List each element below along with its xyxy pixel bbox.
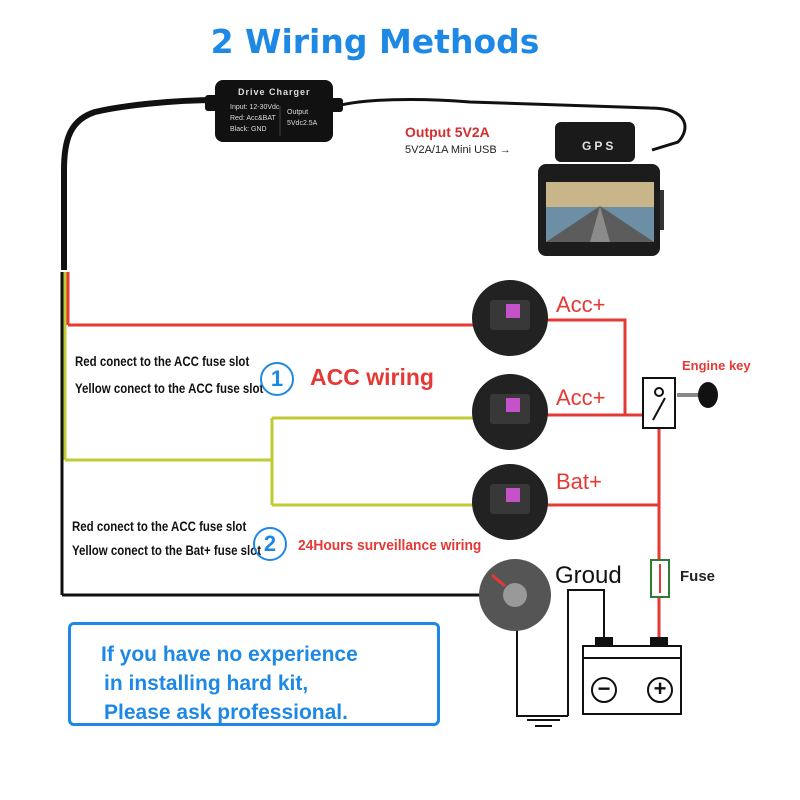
charger-name: Drive Charger xyxy=(238,87,311,97)
notice-box: If you have no experience in installing … xyxy=(68,622,440,726)
ground-label: Groud xyxy=(555,562,622,589)
fuse-slot-acc1 xyxy=(472,280,548,356)
fuse-slot-acc2 xyxy=(472,374,548,450)
method1-line2: Yellow conect to the ACC fuse slot xyxy=(75,381,264,396)
method1-name: ACC wiring xyxy=(310,364,434,390)
output-title: Output 5V2A xyxy=(405,124,490,140)
method2-number: 2 xyxy=(253,527,287,561)
page-title: 2 Wiring Methods xyxy=(210,22,540,61)
battery-plus: + xyxy=(653,676,667,701)
fuse-label-bat: Bat+ xyxy=(556,469,602,494)
charger-input: Input: 12-30Vdc xyxy=(230,104,280,111)
fuse-label-acc2: Acc+ xyxy=(556,385,606,410)
chassis-ground-wire xyxy=(516,605,568,717)
fuse-label-acc1: Acc+ xyxy=(556,292,606,317)
charger-black: Black: GND xyxy=(230,126,267,133)
power-input-cable xyxy=(61,97,219,270)
method2-line1: Red conect to the ACC fuse slot xyxy=(72,519,247,534)
notice-line1: If you have no experience xyxy=(101,643,358,666)
fuse-slot-bat xyxy=(472,464,548,540)
inline-fuse xyxy=(650,559,670,598)
method2-name: 24Hours surveillance wiring xyxy=(298,537,482,554)
drive-charger-box xyxy=(205,80,343,142)
notice-line3: Please ask professional. xyxy=(104,701,348,724)
method1-number: 1 xyxy=(260,362,294,396)
method2-line2: Yellow conect to the Bat+ fuse slot xyxy=(72,543,262,558)
charger-output-value: 5Vdc2.5A xyxy=(287,120,318,127)
fuse-label: Fuse xyxy=(680,568,716,585)
battery-ground-wire xyxy=(567,589,605,716)
ground-bolt xyxy=(479,559,551,631)
engine-key-label: Engine key xyxy=(682,358,751,373)
dash-camera xyxy=(538,122,664,256)
output-subtitle: 5V2A/1A Mini USB → xyxy=(405,144,511,156)
notice-line2: in installing hard kit, xyxy=(104,672,309,695)
charger-red: Red: Acc&BAT xyxy=(230,115,276,122)
engine-key-switch xyxy=(642,377,718,429)
gps-badge: GPS xyxy=(582,139,617,153)
battery xyxy=(582,637,682,715)
charger-output-label: Output xyxy=(287,109,309,116)
method1-line1: Red conect to the ACC fuse slot xyxy=(75,354,250,369)
battery-minus: − xyxy=(597,676,611,701)
usb-output-cable xyxy=(329,98,687,152)
